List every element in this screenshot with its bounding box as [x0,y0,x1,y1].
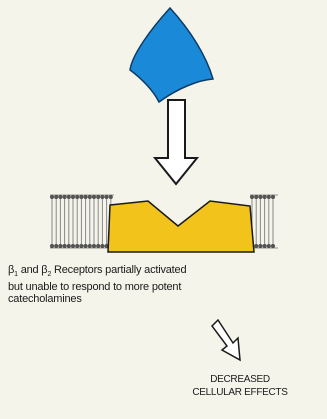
lipid-head [79,244,83,248]
lipid-head [84,244,88,248]
lipid-head [67,195,71,199]
caption-line-1: β1 and β2 Receptors partially activated [8,264,320,281]
lipid-head [96,195,100,199]
lipid-head [258,244,262,248]
lipid-head [100,244,104,248]
lipid-head [109,195,113,199]
receptor-caption: β1 and β2 Receptors partially activated … [8,264,320,305]
lipid-head [58,195,62,199]
caption-line-3: catecholamines [8,293,320,305]
lipid-head [54,244,58,248]
lipid-head [271,244,275,248]
receptor-protein [108,201,254,252]
lipid-head [250,195,254,199]
lipid-head [71,244,75,248]
lipid-head [254,244,258,248]
lipid-head [50,244,54,248]
lipid-head [88,244,92,248]
lipid-head [63,195,67,199]
lipid-head [58,244,62,248]
membrane-left [50,195,114,248]
lipid-head [75,244,79,248]
diagonal-arrow-icon [212,320,240,360]
lipid-head [271,195,275,199]
lipid-head [63,244,67,248]
lipid-head [105,195,109,199]
down-arrow-icon [155,100,197,184]
lipid-head [92,244,96,248]
lipid-head [84,195,88,199]
lipid-head [92,195,96,199]
lipid-head [263,244,267,248]
lipid-head [100,195,104,199]
lipid-head [263,195,267,199]
lipid-head [79,195,83,199]
lipid-head [54,195,58,199]
lipid-head [267,244,271,248]
lipid-head [258,195,262,199]
lipid-head [267,195,271,199]
lipid-head [67,244,71,248]
lipid-head [75,195,79,199]
lipid-head [96,244,100,248]
ligand-shape [130,8,213,102]
lipid-head [71,195,75,199]
effects-line-1: DECREASED [150,373,327,386]
lipid-head [50,195,54,199]
lipid-head [254,195,258,199]
membrane-right [250,195,278,248]
effects-line-2: CELLULAR EFFECTS [150,386,327,399]
caption-line-2: but unable to respond to more potent [8,281,320,293]
effects-label: DECREASED CELLULAR EFFECTS [150,373,327,399]
lipid-head [88,195,92,199]
